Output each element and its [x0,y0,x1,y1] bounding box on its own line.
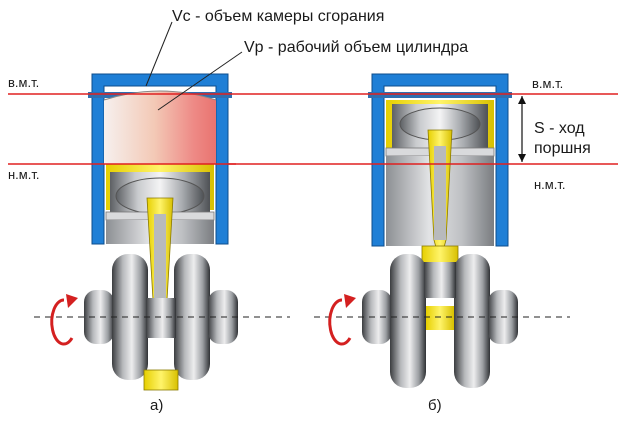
crank-web-left-a [112,254,148,380]
crank-web-left-b [390,254,426,388]
working-volume-a [104,91,216,164]
caption-b: б) [428,397,442,414]
vc-label: Vc - объем камеры сгорания [172,8,384,25]
rotation-arrowhead-icon-b [344,294,356,308]
arrow-down-icon [518,154,526,162]
stroke-dimension [518,96,526,162]
cylinder-wall-a [91,73,229,245]
rotation-arrow-icon-a [50,298,74,346]
rod-shank-a [154,214,166,300]
rod-cap-b [421,245,459,265]
caption-a: а) [150,397,163,414]
rod-shank-b [434,146,446,240]
assembly-b: б) [314,73,570,414]
tdc-label-right: в.м.т. [532,76,563,91]
tdc-label-left: в.м.т. [8,75,39,90]
crank-pin-a [146,298,176,338]
cylinder-head-b [368,92,512,98]
rotation-arrowhead-icon-a [66,294,78,308]
arrow-up-icon [518,96,526,104]
crank-journal-b [426,306,454,330]
bdc-label-right: н.м.т. [534,177,565,192]
cylinder-wall-b [371,73,509,247]
rod-cap-a [143,369,179,391]
crank-web-left-outer-a [84,290,114,344]
crank-web-right-b [454,254,490,388]
vc-leader-line [145,21,173,87]
stroke-label-line2: поршня [534,140,591,157]
chamber-dome-a [103,90,217,101]
rotation-arrow-icon-b [328,298,352,346]
vp-leader-line [157,51,243,111]
assembly-a: а) [34,73,290,414]
vp-label: Vр - рабочий объем цилиндра [244,39,468,56]
bdc-label-left: н.м.т. [8,167,39,182]
crank-web-left-outer-b [362,290,392,344]
stroke-label-line1: S - ход [534,120,585,137]
crank-pin-b [424,262,456,298]
